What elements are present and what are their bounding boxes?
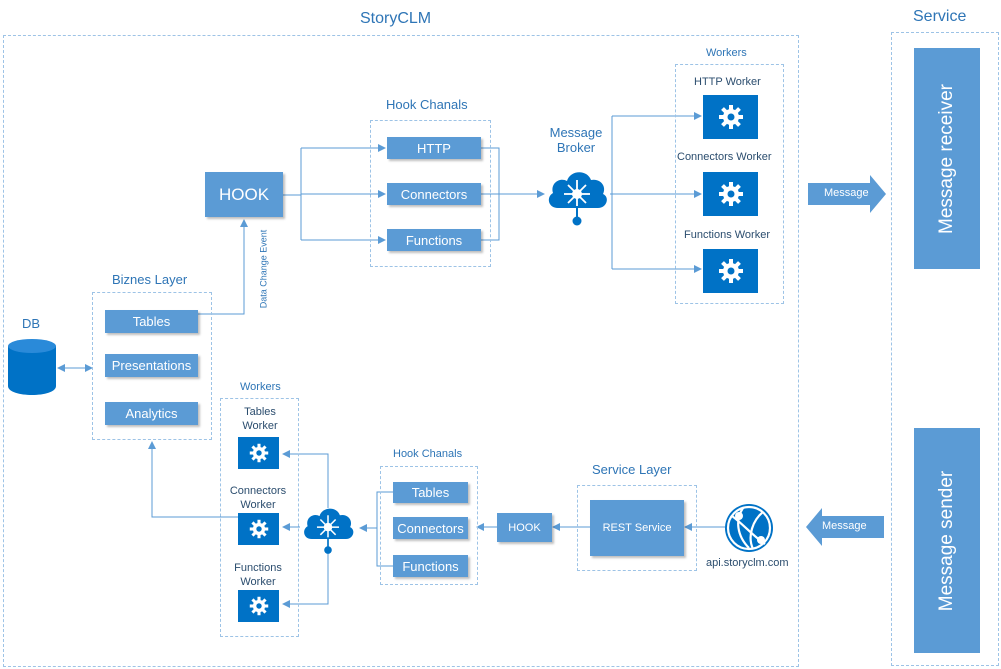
gear-icon xyxy=(238,437,279,469)
message-arrow-bottom-label: Message xyxy=(822,520,867,532)
hook-chanals-bottom-label: Hook Chanals xyxy=(393,448,463,460)
gear-icon xyxy=(703,249,758,293)
biznes-tables: Tables xyxy=(105,310,198,333)
cloud-hub-icon xyxy=(548,172,607,226)
service-layer-group xyxy=(577,485,697,571)
hook-chanals-top-label: Hook Chanals xyxy=(386,97,468,112)
workers-bottom-group xyxy=(220,398,299,637)
biznes-layer-group xyxy=(92,292,212,440)
db-label: DB xyxy=(22,316,41,331)
functions-worker-b-label: Functions Worker xyxy=(234,562,282,588)
functions-worker-label: Functions Worker xyxy=(684,229,770,241)
hook-bottom: HOOK xyxy=(497,513,552,542)
chanal-b-connectors: Connectors xyxy=(393,517,468,539)
message-arrow-top-label: Message xyxy=(824,187,869,199)
message-arrow-bottom xyxy=(806,508,884,546)
api-url-label: api.storyclm.com xyxy=(706,557,789,569)
globe-icon xyxy=(725,504,773,552)
gear-icon xyxy=(703,172,758,216)
chanal-functions: Functions xyxy=(387,229,481,251)
workers-bottom-label: Workers xyxy=(240,381,281,393)
gear-icon xyxy=(238,513,279,545)
service-container xyxy=(891,32,999,666)
rest-service: REST Service xyxy=(590,500,684,556)
hook-chanals-bottom-group xyxy=(380,466,478,585)
chanal-b-tables: Tables xyxy=(393,482,468,503)
message-receiver: Message receiver xyxy=(914,48,980,269)
biznes-analytics: Analytics xyxy=(105,402,198,425)
message-arrow-top xyxy=(808,175,886,213)
chanal-b-functions: Functions xyxy=(393,555,468,577)
workers-top-label: Workers xyxy=(706,47,747,59)
gear-icon xyxy=(703,95,758,139)
connectors-worker-b-label: Connectors Worker xyxy=(229,485,287,511)
hook-chanals-top-group xyxy=(370,120,491,267)
service-label: Service xyxy=(913,8,967,25)
chanal-connectors: Connectors xyxy=(387,183,481,205)
message-sender: Message sender xyxy=(914,428,980,653)
chanal-http: HTTP xyxy=(387,137,481,159)
biznes-presentations: Presentations xyxy=(105,354,198,377)
workers-top-group xyxy=(675,64,784,304)
biznes-layer-label: Biznes Layer xyxy=(112,272,188,287)
connectors-worker-label: Connectors Worker xyxy=(677,151,772,163)
gear-icon xyxy=(238,590,279,622)
message-broker-label: Message Broker xyxy=(549,125,603,155)
database-icon xyxy=(8,339,56,395)
http-worker-label: HTTP Worker xyxy=(694,76,761,88)
storyclm-container xyxy=(3,35,799,667)
tables-worker-label: Tables Worker xyxy=(242,406,278,432)
cloud-hub-icon xyxy=(304,508,354,554)
hook-top: HOOK xyxy=(205,172,283,217)
storyclm-label: StoryCLM xyxy=(360,10,432,27)
data-change-event-label: Data Change Event xyxy=(258,229,269,309)
service-layer-label: Service Layer xyxy=(592,462,672,477)
